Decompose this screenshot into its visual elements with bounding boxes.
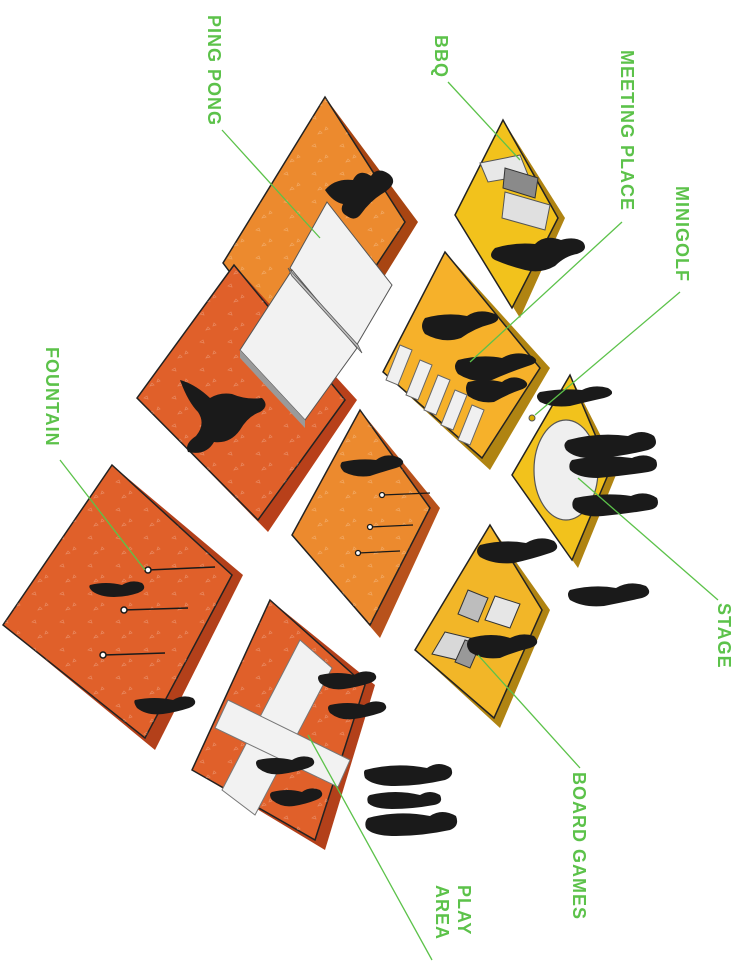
leader-bbq (448, 82, 520, 160)
label-bbq: BBQ (431, 35, 451, 78)
stage-group-3 (572, 493, 658, 516)
group-walk-1 (364, 764, 452, 786)
label-play-area-line2: AREA (432, 885, 452, 940)
label-board-games: BOARD GAMES (569, 772, 589, 920)
label-play-area-line1: PLAY (454, 885, 474, 935)
play-area-platform (192, 600, 375, 850)
person-fountain-2 (134, 696, 195, 714)
label-minigolf: MINIGOLF (672, 186, 692, 282)
fountain-platform (3, 465, 243, 750)
person-board-games-2 (568, 583, 649, 606)
label-meeting-place: MEETING PLACE (617, 50, 637, 211)
group-walk-2 (367, 792, 441, 809)
label-ping-pong: PING PONG (204, 15, 224, 126)
person-play-2 (328, 701, 386, 719)
stage-group-2 (569, 455, 657, 478)
group-walk-3 (365, 812, 457, 836)
label-stage: STAGE (714, 603, 734, 669)
label-fountain: FOUNTAIN (42, 347, 62, 447)
